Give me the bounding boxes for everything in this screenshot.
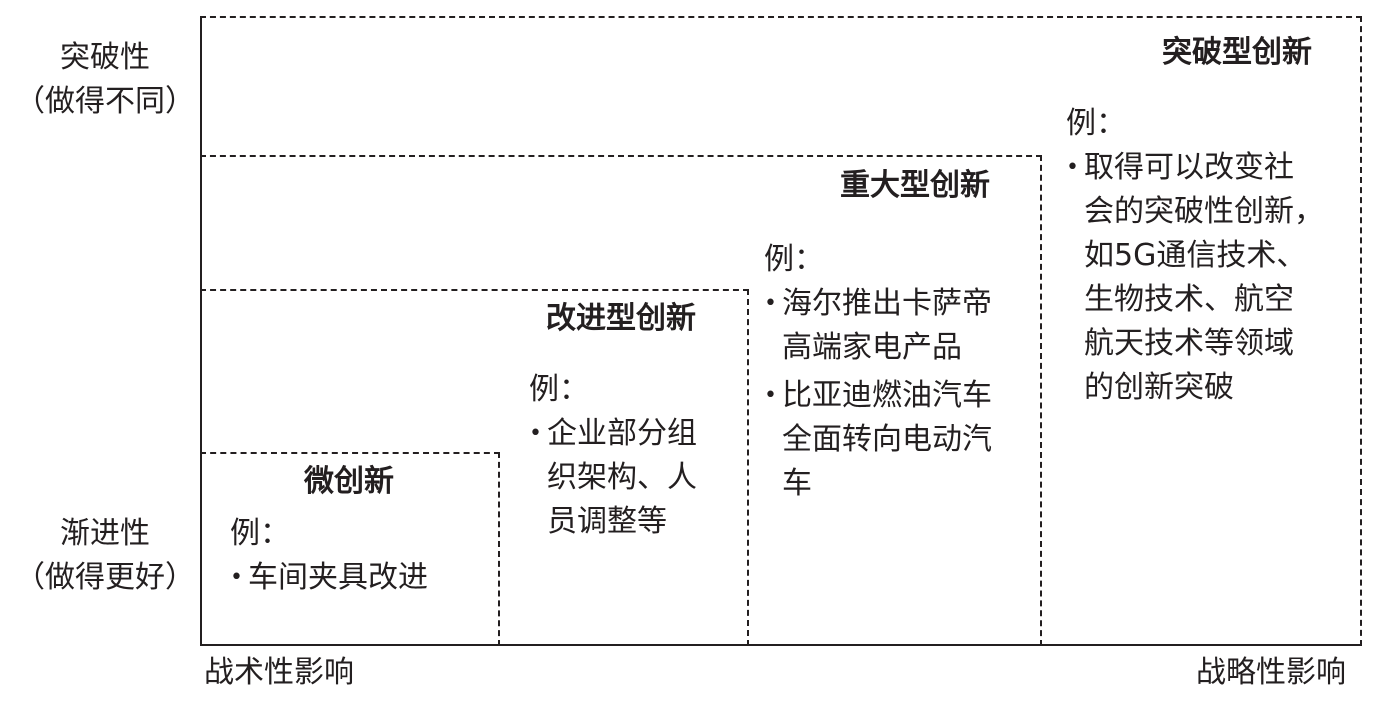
bullet-dot: • — [764, 383, 777, 408]
item-line: 企业部分组 — [547, 416, 697, 451]
x-axis-right-label: 战略性影响 — [1196, 655, 1346, 690]
breakthrough-title: 突破型创新 — [1162, 35, 1312, 70]
item-line: 车 — [782, 466, 812, 501]
y-bottom-line1: 渐进性 — [60, 516, 150, 551]
micro-frame — [200, 452, 500, 646]
bullet-dot: • — [230, 565, 243, 590]
y-top-line1: 突破性 — [60, 40, 150, 75]
y-top-line2: （做得不同） — [15, 84, 195, 119]
micro-example-label: 例： — [230, 516, 290, 551]
y-axis-top-label: 突破性 （做得不同） — [0, 36, 210, 124]
x-axis-left-label: 战术性影响 — [204, 655, 354, 690]
item-line: 取得可以改变社 — [1084, 150, 1294, 185]
x-axis-line — [200, 644, 1362, 646]
y-axis-bottom-label: 渐进性 （做得更好） — [0, 512, 210, 600]
improved-item-1: • 企业部分组 织架构、人 员调整等 — [529, 412, 739, 544]
improved-example-label: 例： — [529, 372, 589, 407]
bullet-dot: • — [529, 421, 542, 446]
improved-title: 改进型创新 — [546, 301, 696, 336]
major-frame — [200, 155, 1042, 646]
bullet-dot: • — [1066, 155, 1079, 180]
item-line: 员调整等 — [547, 504, 667, 539]
item-line: 会的突破性创新， — [1084, 194, 1324, 229]
y-bottom-line2: （做得更好） — [15, 560, 195, 595]
item-line: 全面转向电动汽 — [782, 422, 992, 457]
major-title: 重大型创新 — [840, 168, 990, 203]
item-line: 织架构、人 — [547, 460, 697, 495]
y-axis-line — [200, 16, 202, 646]
major-item-2: • 比亚迪燃油汽车 全面转向电动汽 车 — [764, 374, 1034, 506]
major-item-1: • 海尔推出卡萨帝 高端家电产品 — [764, 282, 1034, 370]
micro-item-1: • 车间夹具改进 — [230, 556, 490, 600]
item-line: 比亚迪燃油汽车 — [782, 378, 992, 413]
breakthrough-example-label: 例： — [1066, 106, 1126, 141]
item-line: 高端家电产品 — [782, 330, 962, 365]
bullet-dot: • — [764, 291, 777, 316]
item-line: 海尔推出卡萨帝 — [782, 286, 992, 321]
item-line: 的创新突破 — [1084, 370, 1234, 405]
item-line: 航天技术等领域 — [1084, 326, 1294, 361]
item-line: 如5G通信技术、 — [1084, 238, 1307, 273]
breakthrough-item-1: • 取得可以改变社 会的突破性创新， 如5G通信技术、 生物技术、航空 航天技术… — [1066, 146, 1356, 410]
micro-title: 微创新 — [304, 464, 394, 499]
improved-frame — [200, 289, 749, 646]
major-example-label: 例： — [764, 242, 824, 277]
item-line: 车间夹具改进 — [248, 560, 428, 595]
breakthrough-frame — [200, 16, 1362, 646]
item-line: 生物技术、航空 — [1084, 282, 1294, 317]
